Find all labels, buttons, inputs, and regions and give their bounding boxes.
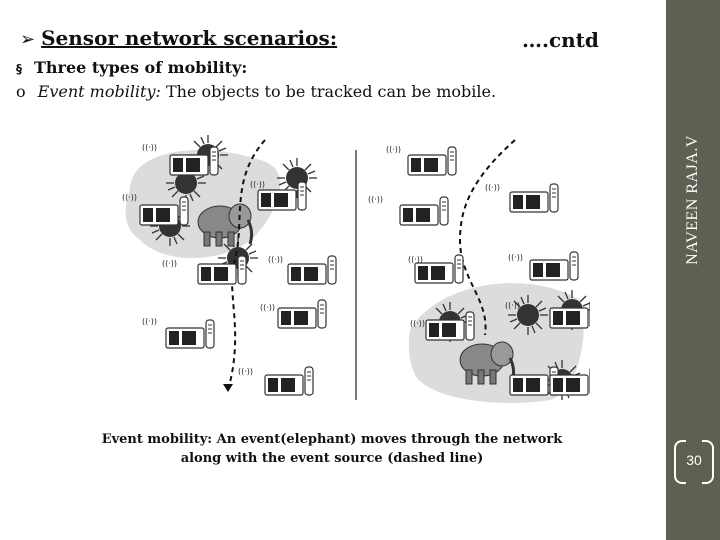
bullet-three-types: §Three types of mobility: (16, 58, 248, 77)
page-number-box: 30 (674, 440, 714, 484)
circle-bullet: o (16, 82, 26, 101)
right-panel (368, 139, 590, 403)
event-mobility-figure: ((·)) (122, 134, 590, 403)
square-bullet: § (16, 62, 22, 76)
right-bracket (702, 440, 714, 484)
page-number: 30 (686, 452, 702, 468)
arrow-bullet-icon: ➢ (20, 29, 36, 50)
figure-caption: Event mobility: An event(elephant) moves… (101, 432, 563, 466)
continued-label: ….cntd (522, 28, 599, 52)
author-label: NAVEEN RAJA.V (684, 135, 701, 265)
slide-title: ➢Sensor network scenarios: (20, 26, 338, 50)
event-mobility-term: Event mobility: (37, 82, 161, 101)
left-bracket (674, 440, 686, 484)
left-panel (122, 134, 337, 396)
